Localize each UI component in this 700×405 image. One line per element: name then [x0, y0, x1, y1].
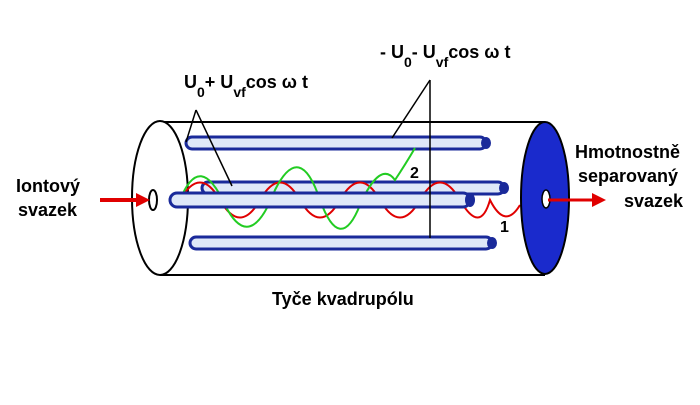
input-beam-arrow — [100, 193, 150, 207]
voltage-pos-leaders — [185, 109, 233, 187]
output-beam-arrow — [548, 193, 606, 207]
entrance-aperture — [148, 189, 158, 211]
voltage-pos-label: U0+ Uvfcos ω t — [184, 72, 308, 100]
output-label-line2: separovaný — [578, 166, 678, 186]
cylinder-body — [160, 121, 545, 276]
output-label-line1: Hmotnostně — [575, 142, 680, 162]
rods-caption: Tyče kvadrupólu — [272, 289, 414, 309]
input-label-line1: Iontový — [16, 176, 80, 196]
trajectory-2-label: 2 — [410, 165, 419, 182]
trajectory-1-path — [179, 181, 521, 219]
voltage-neg-leaders — [391, 79, 431, 238]
voltage-neg-label: - U0- Uvfcos ω t — [380, 42, 510, 70]
rod-top — [184, 135, 491, 151]
rod-front-middle — [168, 191, 475, 209]
input-label-line2: svazek — [18, 200, 78, 220]
exit-cap-detector — [520, 121, 570, 275]
trajectory-1-label: 1 — [500, 219, 509, 236]
output-label-line3: svazek — [624, 191, 684, 211]
rod-bottom — [188, 235, 497, 251]
